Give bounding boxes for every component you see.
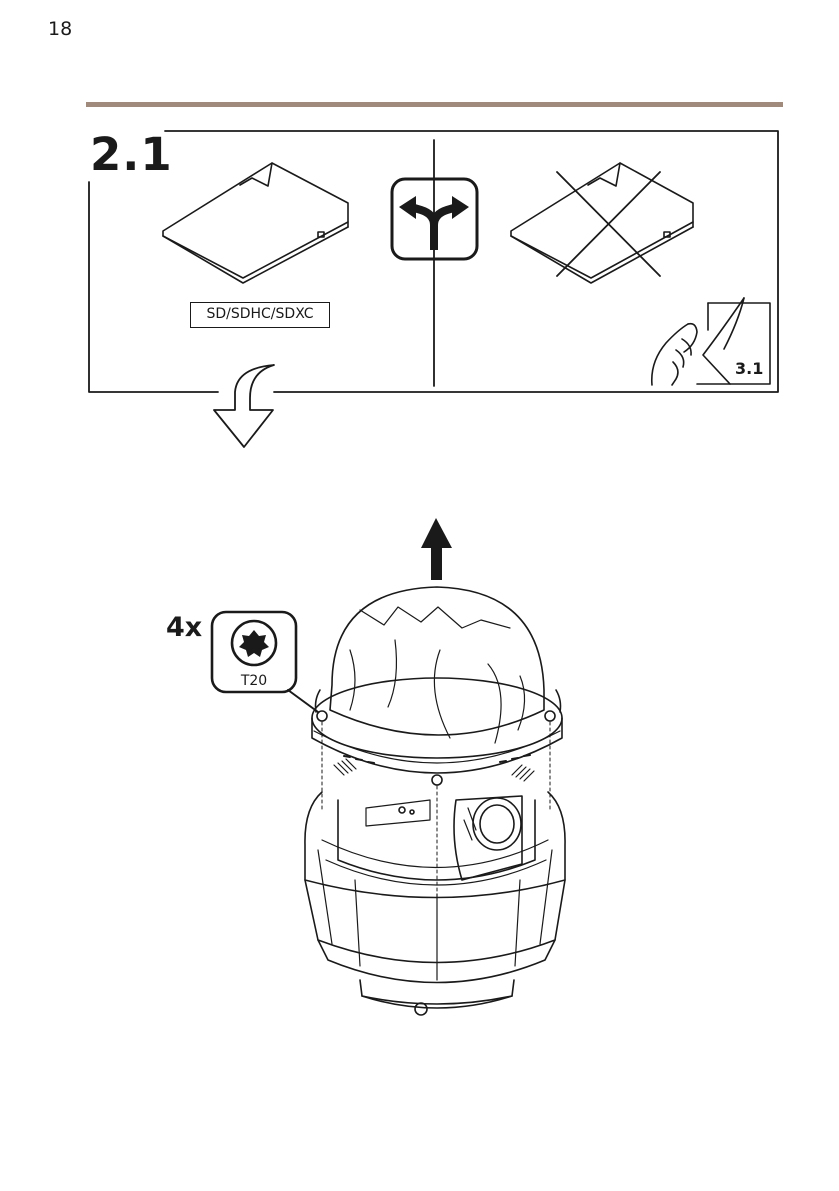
sd-card-icon	[163, 163, 348, 283]
step-panel-frame	[89, 131, 778, 392]
torx-bit-icon	[212, 612, 318, 712]
dome-camera-icon	[305, 587, 565, 1015]
crossed-sd-card-icon	[511, 163, 693, 283]
torx-bit-label: T20	[212, 673, 296, 689]
up-arrow-icon	[421, 518, 452, 580]
screw-count-label: 4x	[166, 612, 202, 643]
alternative-step-reference: 3.1	[735, 359, 763, 378]
curved-down-arrow-icon	[214, 365, 274, 447]
card-type-label: SD/SDHC/SDXC	[190, 302, 330, 328]
